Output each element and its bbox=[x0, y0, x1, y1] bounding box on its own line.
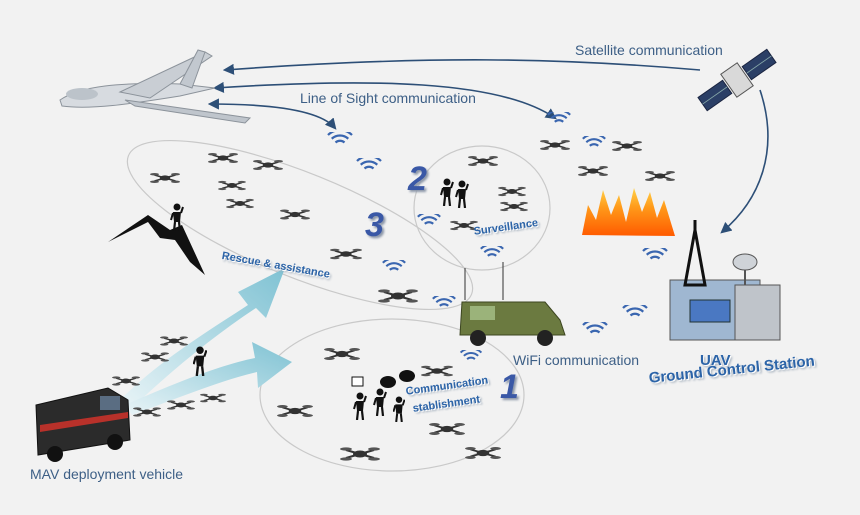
van-icon bbox=[35, 387, 131, 462]
satellite-communication-label: Satellite communication bbox=[575, 42, 723, 58]
speech-bubble-icon bbox=[351, 370, 415, 388]
line-of-sight-link-line bbox=[212, 81, 557, 120]
satellite-link-line bbox=[222, 59, 701, 75]
zone-number-1: 1 bbox=[500, 368, 519, 406]
server-cabinet-icon bbox=[734, 284, 781, 341]
uav-plane-icon bbox=[59, 49, 252, 124]
military-vehicle-icon bbox=[459, 262, 566, 346]
dish-antenna-icon bbox=[732, 253, 758, 285]
ground-station-title-line1: UAV bbox=[700, 352, 731, 369]
satellite-icon bbox=[697, 48, 777, 112]
ground-control-station-icon bbox=[669, 220, 781, 341]
zone-ellipse-communication bbox=[259, 318, 525, 472]
fire-icon bbox=[582, 188, 675, 236]
zone-ellipse-surveillance bbox=[413, 145, 551, 271]
deployment-arrow-lower bbox=[125, 342, 292, 415]
line-of-sight-link-line-2 bbox=[207, 98, 337, 130]
deployment-arrow-upper bbox=[120, 268, 285, 408]
deployment-vehicle-label: MAV deployment vehicle bbox=[30, 466, 184, 482]
satellite-ground-link-line bbox=[720, 89, 769, 234]
zone-number-2: 2 bbox=[408, 160, 427, 198]
wifi-communication-label: WiFi communication bbox=[513, 352, 640, 368]
zone-number-3: 3 bbox=[365, 206, 384, 244]
line-of-sight-label: Line of Sight communication bbox=[300, 90, 476, 106]
antenna-tower-icon bbox=[683, 220, 707, 287]
